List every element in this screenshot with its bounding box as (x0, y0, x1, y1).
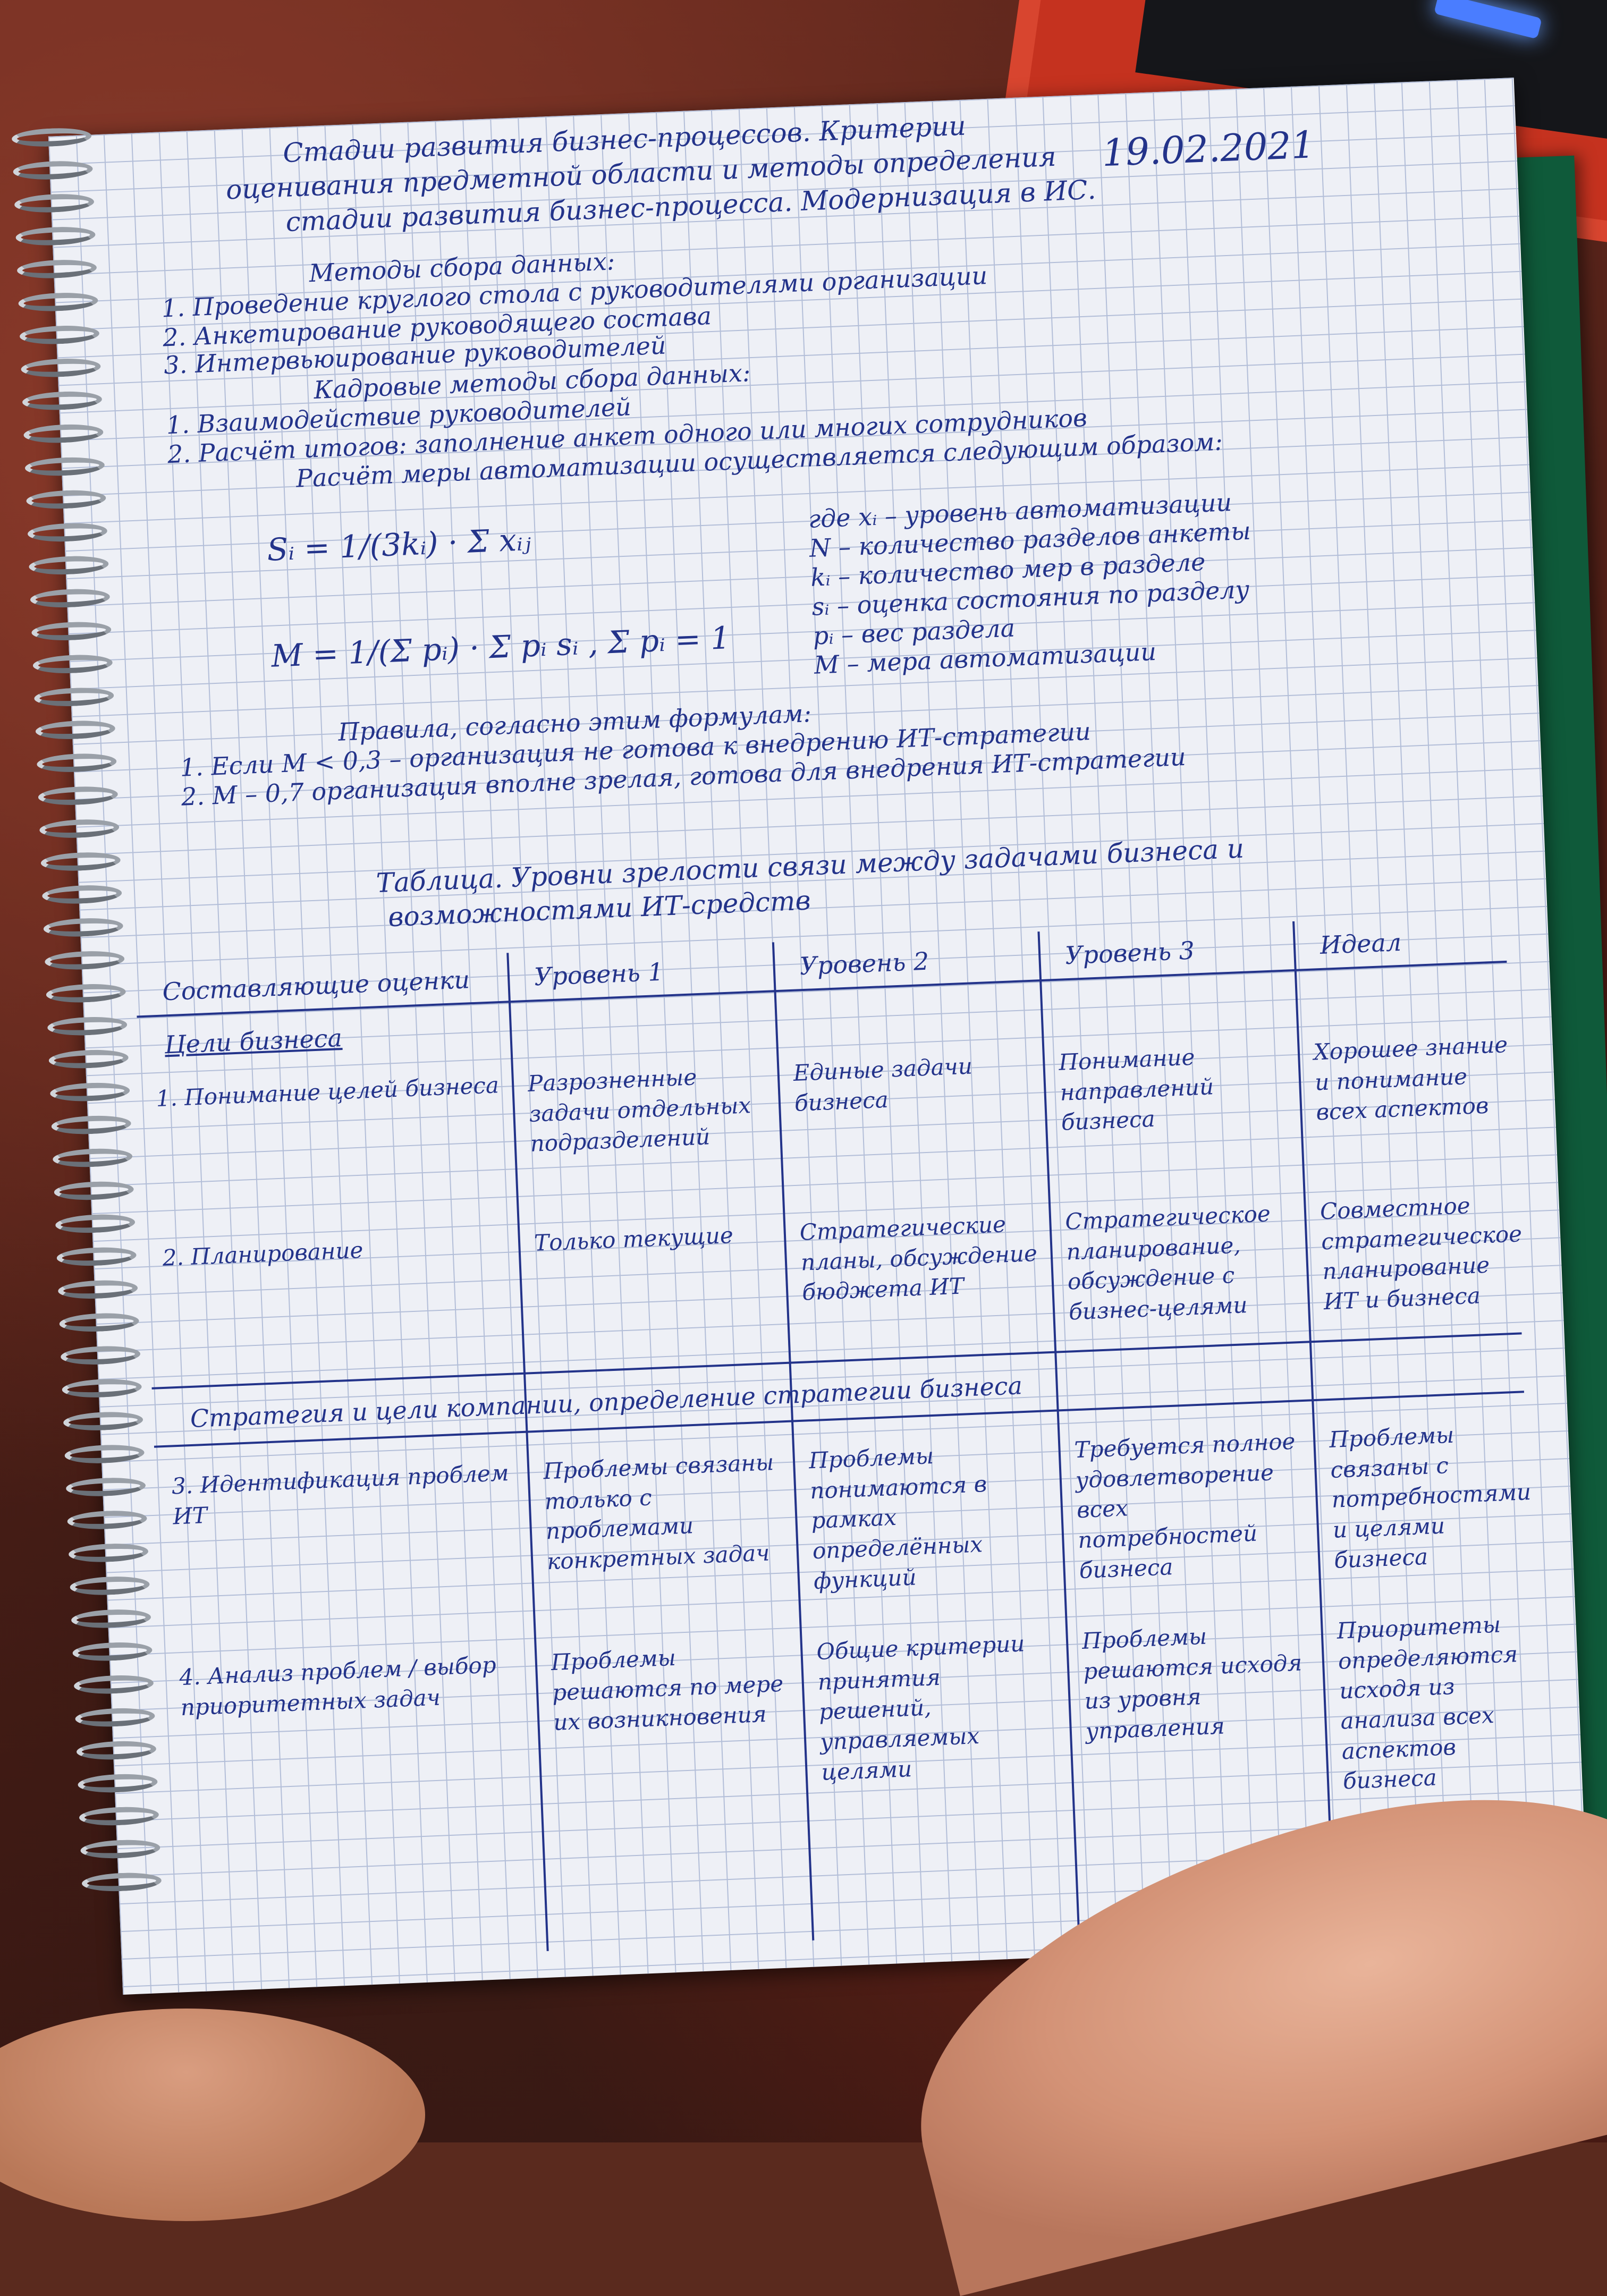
row2-level-2: Стратегические планы, обсуждение бюджета… (799, 1211, 1038, 1306)
spiral-ring (74, 1707, 156, 1729)
spiral-ring (30, 587, 111, 609)
row2-ideal: Совместное стратегическое планирование И… (1320, 1192, 1523, 1315)
page-date: 19.02.2021 (1101, 123, 1316, 175)
row3-level-2: Проблемы понимаются в рамках определённы… (808, 1442, 987, 1594)
spiral-ring (40, 851, 121, 872)
spiral-ring (64, 1443, 145, 1465)
spiral-ring (54, 1180, 134, 1201)
spiral-ring (66, 1509, 148, 1531)
spiral-ring (46, 982, 126, 1004)
row4-level-3: Проблемы решаются исходя из уровня управ… (1081, 1623, 1303, 1744)
spiral-ring (81, 1871, 162, 1893)
spiral-ring (24, 456, 105, 478)
row2-level-1: Только текущие (534, 1222, 734, 1256)
row2-level-3: Стратегическое планирование, обсуждение … (1064, 1200, 1271, 1325)
spiral-ring (28, 554, 109, 576)
spiral-ring (55, 1213, 136, 1234)
spiral-ring (59, 1311, 140, 1333)
spiral-ring (32, 653, 113, 675)
col-header-ideal: Идеал (1319, 927, 1402, 960)
formula-m: M = 1/(Σ pᵢ) · Σ pᵢ sᵢ , Σ pᵢ = 1 (270, 620, 731, 674)
spiral-ring (49, 1081, 130, 1103)
spiral-ring (65, 1476, 146, 1498)
spiral-ring (41, 884, 122, 905)
spiral-ring (39, 818, 120, 840)
spiral-ring (48, 1048, 129, 1070)
row3-level-1: Проблемы связаны только с проблемами кон… (543, 1449, 775, 1575)
spiral-ring (47, 1015, 128, 1037)
spiral-ring (80, 1838, 161, 1860)
spiral-ring (44, 950, 125, 971)
row4-level-2: Общие критерии принятия решений, управля… (816, 1630, 1026, 1785)
spiral-ring (43, 917, 124, 938)
spiral-ring (14, 192, 95, 214)
spiral-ring (22, 390, 103, 412)
row4-ideal: Приоритеты определяются исходя из анализ… (1336, 1611, 1518, 1794)
spiral-ring (23, 423, 104, 445)
spiral-ring (31, 620, 112, 642)
row4-level-1: Проблемы решаются по мере их возникновен… (550, 1644, 784, 1736)
col-header-criteria: Составляющие оценки (162, 965, 470, 1006)
spiral-ring (76, 1740, 157, 1761)
spiral-ring (60, 1344, 141, 1366)
notebook-page: Стадии развития бизнес-процессов. Критер… (48, 78, 1589, 1995)
spiral-ring (63, 1410, 143, 1432)
spiral-ring (12, 159, 94, 181)
spiral-ring (56, 1246, 137, 1267)
spiral-ring (72, 1641, 153, 1663)
col-header-level-1: Уровень 1 (534, 957, 664, 992)
spiral-ring (19, 324, 100, 346)
spiral-ring (57, 1278, 138, 1300)
row3-ideal: Проблемы связаны с потребностями и целям… (1329, 1421, 1532, 1573)
row1-criteria: 1. Понимание целей бизнеса (155, 1072, 500, 1112)
spiral-ring (68, 1542, 149, 1564)
spiral-ring (36, 752, 117, 774)
spiral-ring (73, 1674, 154, 1696)
spiral-ring (69, 1575, 150, 1597)
row1-level-2: Единые задачи бизнеса (792, 1053, 973, 1116)
spiral-ring (15, 225, 96, 247)
spiral-ring (51, 1114, 132, 1136)
row4-criteria: 4. Анализ проблем / выбор приоритетных з… (179, 1651, 497, 1721)
col-header-level-3: Уровень 3 (1064, 936, 1195, 970)
row3-level-3: Требуется полное удовлетворение всех пот… (1073, 1428, 1296, 1583)
spiral-ring (26, 489, 107, 511)
row3-criteria: 3. Идентификация проблем ИТ (171, 1460, 510, 1530)
row1-ideal: Хорошее знание и понимание всех аспектов (1313, 1031, 1509, 1125)
spiral-ring (18, 291, 99, 313)
row2-criteria: 2. Планирование (162, 1236, 364, 1271)
spiral-ring (71, 1608, 151, 1630)
spiral-ring (35, 719, 116, 741)
spiral-ring (61, 1377, 142, 1399)
spiral-ring (11, 126, 92, 148)
spiral-ring (16, 258, 97, 280)
spiral-ring (33, 686, 114, 708)
section-business-goals: Цели бизнеса (164, 1023, 343, 1060)
spiral-ring (38, 785, 119, 807)
spiral-ring (77, 1773, 158, 1794)
spiral-ring (52, 1147, 133, 1169)
formula-s: Sᵢ = 1/(3kᵢ) · Σ xᵢⱼ (266, 521, 532, 568)
row1-level-3: Понимание направлений бизнеса (1058, 1044, 1214, 1136)
row1-level-1: Разрозненные задачи отдельных подразделе… (527, 1064, 751, 1157)
spiral-ring (20, 357, 102, 379)
spiral-ring (79, 1806, 159, 1827)
spiral-ring (27, 521, 108, 543)
col-header-level-2: Уровень 2 (799, 946, 930, 981)
